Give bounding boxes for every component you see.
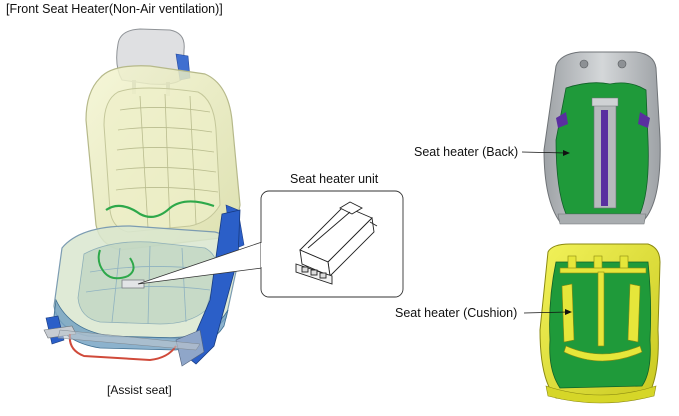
seat-heater-unit-marker xyxy=(121,279,145,289)
cushion-front-lip xyxy=(545,385,657,404)
seat-heater-back-illustration xyxy=(543,51,661,225)
seat-back-harness xyxy=(105,200,215,219)
seat-lower-frame xyxy=(57,329,201,351)
cushion-leader-line xyxy=(523,311,569,314)
cushion-ribs xyxy=(559,255,647,362)
seat-heater-cushion-illustration xyxy=(539,243,661,404)
heater-unit-label: Seat heater unit xyxy=(290,172,379,186)
seat-back-wireframe xyxy=(115,93,219,229)
heater-back-label: Seat heater (Back) xyxy=(414,145,519,159)
back-socket xyxy=(617,59,627,69)
back-side-strip xyxy=(638,112,650,128)
assist-seat-illustration xyxy=(43,28,245,367)
back-leader-arrow xyxy=(563,150,570,156)
seat-cushion-harness xyxy=(97,249,135,280)
back-center-stripe xyxy=(601,110,608,206)
back-leader-line xyxy=(521,151,567,154)
heater-cushion-label: Seat heater (Cushion) xyxy=(395,306,518,320)
seat-harness-red xyxy=(68,333,177,362)
back-bottom-rim xyxy=(557,213,647,225)
assist-seat-label: [Assist seat] xyxy=(107,383,172,397)
seat-side-rail xyxy=(185,209,241,365)
back-socket xyxy=(579,59,589,69)
back-top-bar xyxy=(591,97,619,107)
diagram-title: [Front Seat Heater(Non-Air ventilation)] xyxy=(6,2,223,16)
back-side-strip xyxy=(556,112,568,128)
cushion-leader-arrow xyxy=(565,309,572,315)
heater-unit-module xyxy=(295,201,378,285)
